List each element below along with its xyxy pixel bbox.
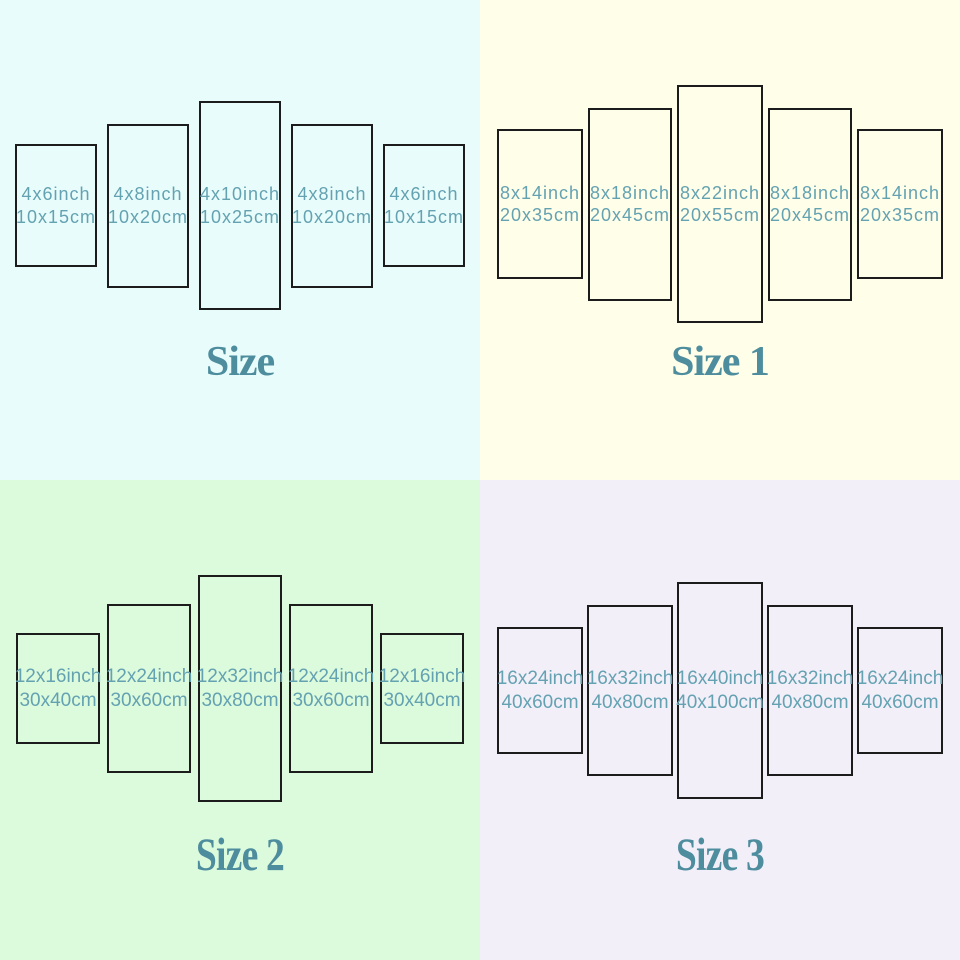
panel-inch-label: 16x32inch (766, 667, 854, 689)
size-title: Size 2 (195, 829, 285, 881)
panel-inch-label: 4x6inch (389, 184, 459, 204)
panel-inch-label: 16x24inch (496, 667, 584, 689)
panel: 12x16inch 30x40cm (378, 633, 466, 744)
quadrant-size: 4x6inch 10x15cm 4x8inch 10x20cm 4x10inch… (0, 0, 480, 480)
panel: 8x14inch 20x35cm (857, 129, 943, 279)
panel-row: 8x14inch 20x35cm 8x18inch 20x45cm 8x22in… (480, 85, 960, 323)
size-title: Size 3 (675, 829, 765, 881)
panel: 8x18inch 20x45cm (588, 107, 672, 301)
quadrant-size-1: 8x14inch 20x35cm 8x18inch 20x45cm 8x22in… (480, 0, 960, 480)
panel-cm-label: 20x35cm (859, 205, 941, 225)
panel-cm-label: 10x15cm (383, 206, 465, 227)
panel-inch-label: 12x16inch (14, 665, 102, 687)
panel: 4x6inch 10x15cm (383, 144, 465, 267)
panel-cm-label: 30x40cm (383, 689, 461, 711)
panel: 16x32inch 40x80cm (767, 605, 853, 776)
panel-inch-label: 8x14inch (499, 182, 581, 203)
panel-row: 16x24inch 40x60cm 16x32inch 40x80cm 16x4… (480, 582, 960, 799)
panel-cm-label: 40x60cm (501, 691, 579, 713)
panel-inch-label: 4x6inch (21, 184, 91, 204)
panel-cm-label: 10x20cm (107, 206, 189, 227)
panel: 4x8inch 10x20cm (107, 123, 189, 288)
panel-inch-label: 4x10inch (199, 184, 281, 204)
panel: 8x22inch 20x55cm (677, 85, 763, 323)
panel-row: 4x6inch 10x15cm 4x8inch 10x20cm 4x10inch… (0, 101, 480, 310)
panel-inch-label: 4x8inch (113, 184, 183, 204)
quadrant-size-3: 16x24inch 40x60cm 16x32inch 40x80cm 16x4… (480, 480, 960, 960)
panel-cm-label: 20x35cm (499, 205, 581, 225)
panel-cm-label: 40x80cm (771, 691, 849, 713)
panel: 4x6inch 10x15cm (15, 144, 97, 267)
panel: 4x8inch 10x20cm (291, 123, 373, 288)
size-title: Size 1 (671, 339, 770, 385)
panel: 16x24inch 40x60cm (857, 627, 943, 754)
panel-cm-label: 10x15cm (15, 206, 97, 227)
panel-cm-label: 10x20cm (291, 206, 373, 227)
panel-inch-label: 8x18inch (589, 182, 671, 203)
panel-inch-label: 8x22inch (679, 182, 761, 203)
panel-cm-label: 40x100cm (676, 691, 764, 713)
panel: 12x24inch 30x60cm (105, 604, 193, 773)
panel-cm-label: 30x60cm (110, 689, 188, 711)
panel-cm-label: 40x80cm (591, 691, 669, 713)
panel-inch-label: 4x8inch (297, 184, 367, 204)
panel: 12x32inch 30x80cm (196, 575, 284, 802)
panel-cm-label: 30x40cm (19, 689, 97, 711)
panel-inch-label: 12x24inch (105, 665, 193, 687)
panel-inch-label: 12x24inch (287, 665, 375, 687)
panel-row: 12x16inch 30x40cm 12x24inch 30x60cm 12x3… (0, 575, 480, 802)
panel-cm-label: 20x45cm (769, 205, 851, 225)
panel-inch-label: 12x32inch (196, 665, 284, 687)
panel: 8x14inch 20x35cm (497, 129, 583, 279)
panel-cm-label: 20x55cm (679, 205, 761, 225)
panel-inch-label: 16x32inch (586, 667, 674, 689)
panel-inch-label: 12x16inch (378, 665, 466, 687)
panel-cm-label: 10x25cm (199, 206, 281, 227)
panel: 16x40inch 40x100cm (676, 582, 764, 799)
panel-inch-label: 8x14inch (859, 182, 941, 203)
panel: 8x18inch 20x45cm (768, 107, 852, 301)
panel: 4x10inch 10x25cm (199, 101, 281, 310)
panel-cm-label: 40x60cm (861, 691, 939, 713)
size-title: Size (205, 339, 275, 385)
panel-cm-label: 30x80cm (201, 689, 279, 711)
panel-cm-label: 30x60cm (292, 689, 370, 711)
panel-inch-label: 8x18inch (769, 182, 851, 203)
panel-inch-label: 16x24inch (856, 667, 944, 689)
panel: 16x24inch 40x60cm (497, 627, 583, 754)
panel: 12x24inch 30x60cm (287, 604, 375, 773)
panel: 12x16inch 30x40cm (14, 633, 102, 744)
panel-inch-label: 16x40inch (676, 667, 764, 689)
panel: 16x32inch 40x80cm (587, 605, 673, 776)
quadrant-size-2: 12x16inch 30x40cm 12x24inch 30x60cm 12x3… (0, 480, 480, 960)
panel-cm-label: 20x45cm (589, 205, 671, 225)
